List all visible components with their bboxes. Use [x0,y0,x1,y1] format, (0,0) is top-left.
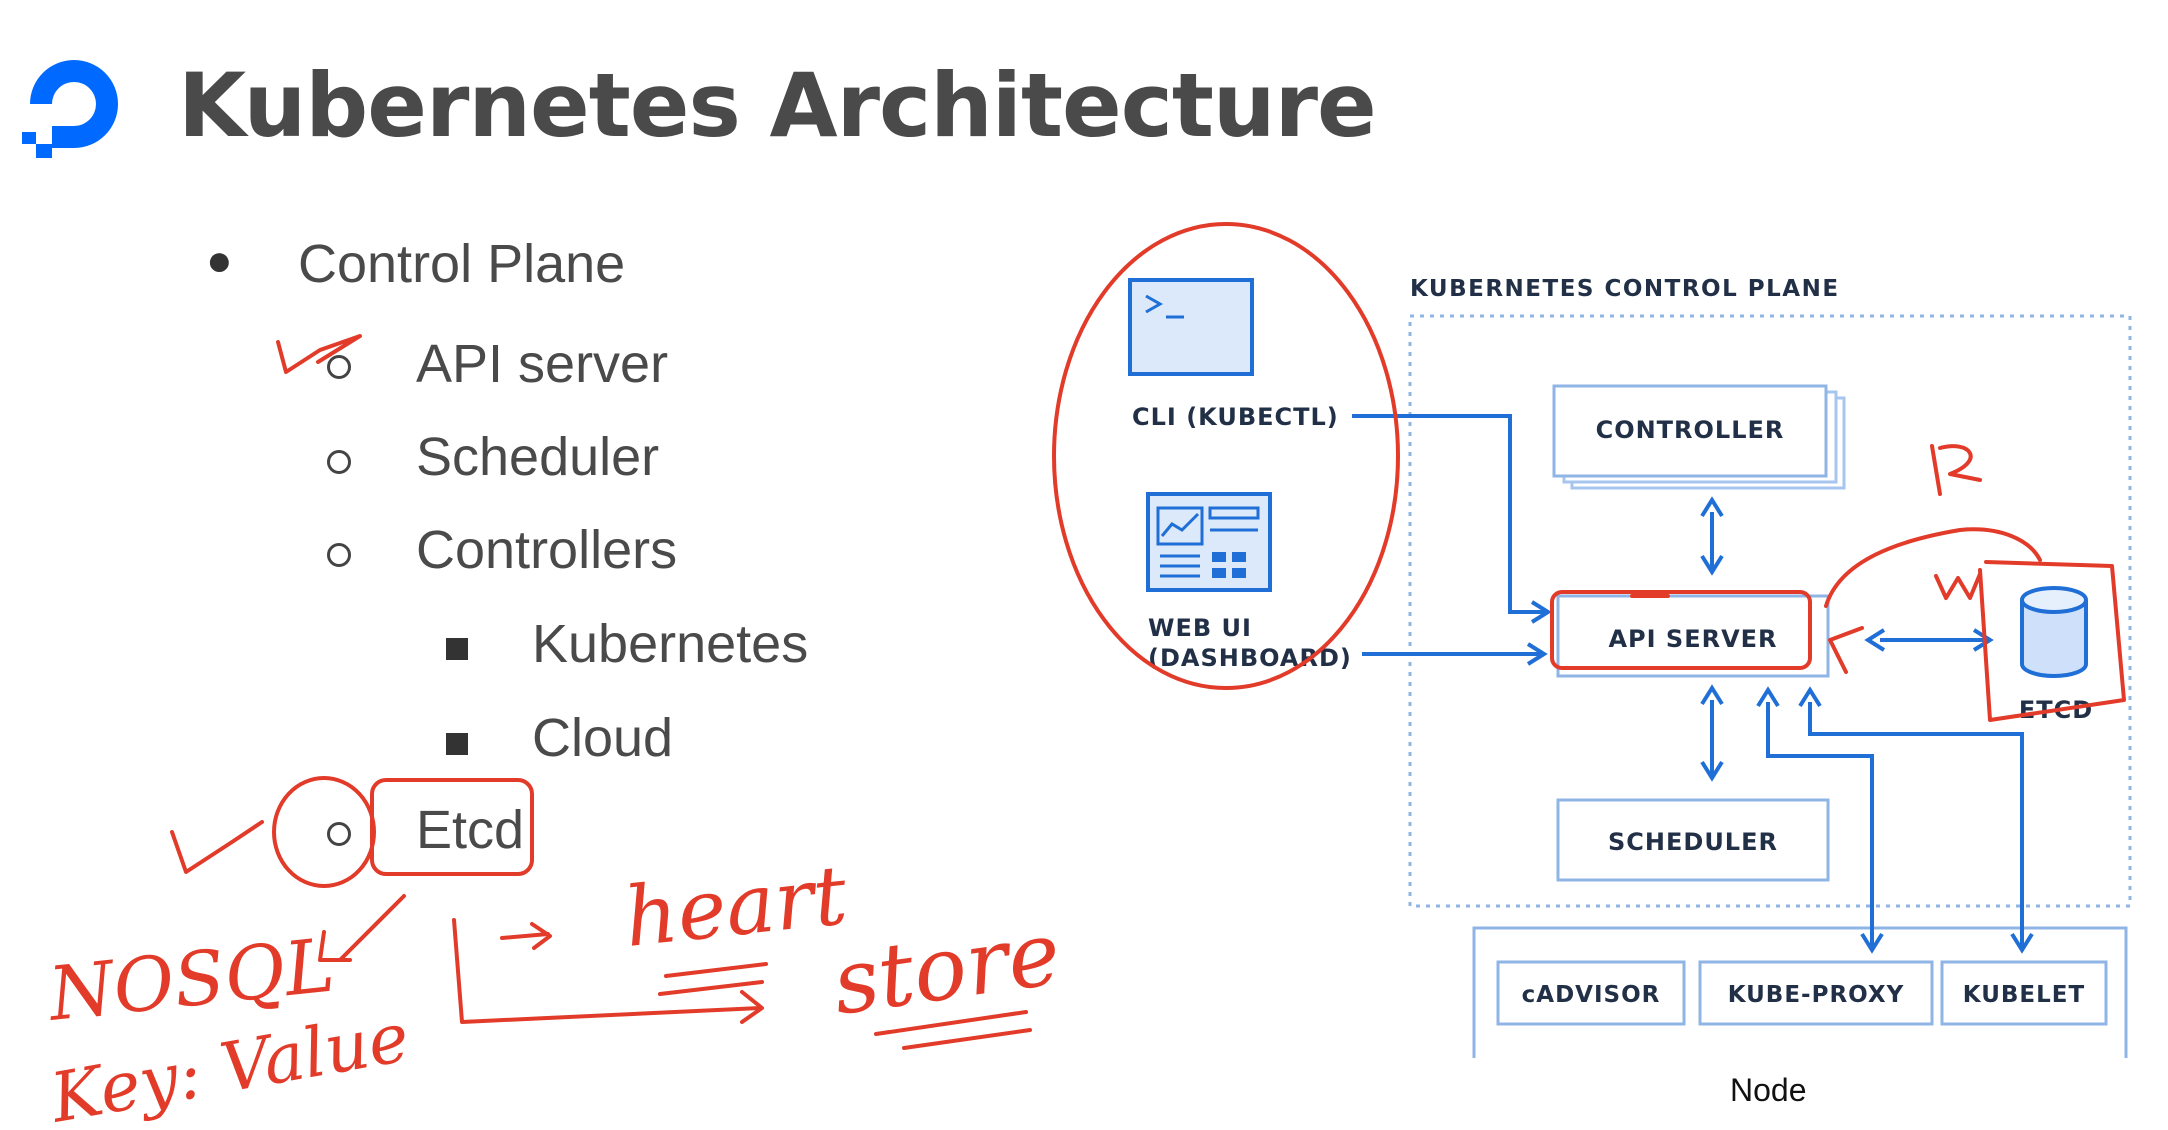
cadvisor-box [1496,960,1686,1026]
bullet-circle-icon [327,543,351,567]
webui-label-sub: (DASHBOARD) [1148,644,1352,672]
outline-item-controllers: Controllers [416,520,678,580]
bullet-square-icon [446,733,468,755]
control-plane-header: KUBERNETES CONTROL PLANE [1410,276,1840,302]
terminal-icon [1128,278,1254,376]
cli-to-api-arrow [1352,414,1552,624]
kube-proxy-box [1698,960,1934,1026]
controller-label: CONTROLLER [1596,416,1785,444]
dashboard-icon [1146,492,1272,592]
controller-box [1552,384,1846,490]
bullet-circle-icon [327,450,351,474]
api-server-label: API SERVER [1608,625,1777,653]
bullet-dot-icon: ● [206,236,233,285]
scheduler-label: SCHEDULER [1608,828,1778,856]
digitalocean-logo [22,60,118,158]
etcd-label: ETCD [2019,696,2093,724]
outline-item-api-server: API server [416,334,669,394]
bullet-square-icon [446,638,468,660]
kubelet-label: KUBELET [1963,982,2085,1008]
node-caption: Node [1730,1072,1807,1108]
outline-item-control-plane: Control Plane [298,234,626,294]
api-kubelet-arrow [1798,686,2034,954]
cadvisor-label: cADVISOR [1522,982,1661,1008]
webui-label: WEB UI [1148,614,1252,642]
kubelet-box [1940,960,2108,1026]
outline-item-cloud: Cloud [532,708,674,768]
kube-proxy-label: KUBE-PROXY [1728,982,1905,1008]
database-icon [2020,586,2088,678]
cli-label: CLI (KUBECTL) [1132,403,1339,431]
outline-item-kubernetes: Kubernetes [532,614,809,674]
outline-item-scheduler: Scheduler [416,427,660,487]
page-title: Kubernetes Architecture [178,54,1377,157]
